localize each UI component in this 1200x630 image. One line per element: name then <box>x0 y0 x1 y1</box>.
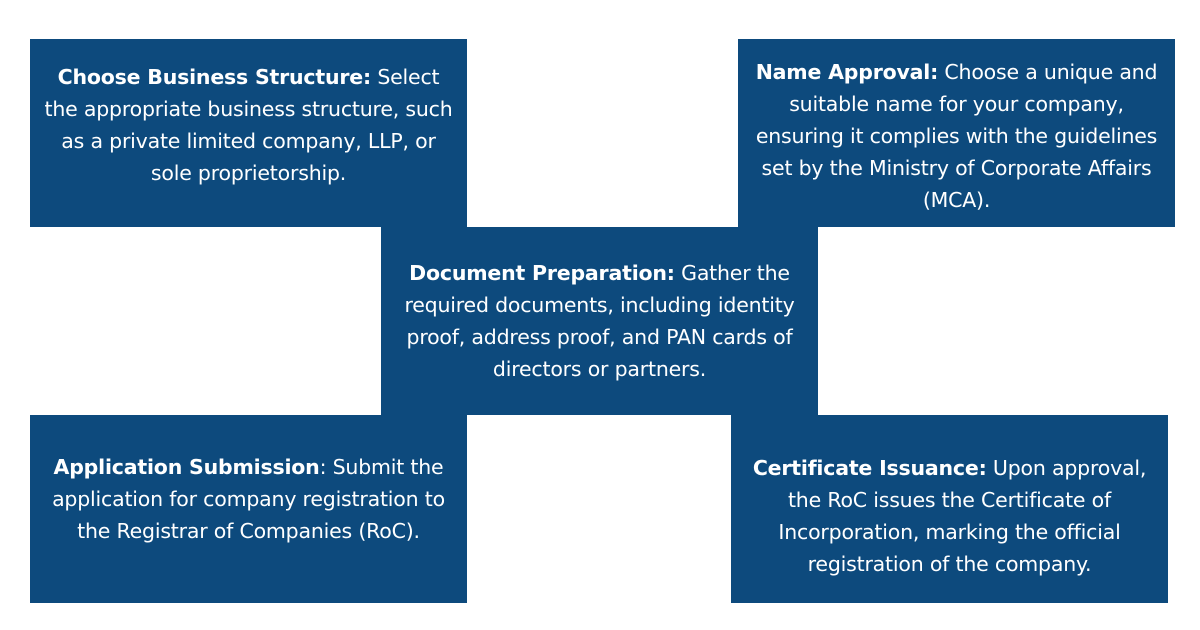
step-description: Choose Business Structure: Select the ap… <box>40 61 457 189</box>
step-body: Gather the required documents, including… <box>404 261 795 381</box>
step-box-document-preparation: Document Preparation: Gather the require… <box>381 227 818 415</box>
step-box-choose-business-structure: Choose Business Structure: Select the ap… <box>30 39 467 227</box>
step-body: Choose a unique and suitable name for yo… <box>755 60 1158 212</box>
step-body: Select the appropriate business structur… <box>44 65 453 185</box>
step-title: Application Submission <box>53 455 320 479</box>
step-body: : Submit the application for company reg… <box>52 455 445 543</box>
step-body: Upon approval, the RoC issues the Certif… <box>778 456 1147 576</box>
step-description: Certificate Issuance: Upon approval, the… <box>735 452 1164 580</box>
step-title: Document Preparation: <box>409 261 675 285</box>
step-box-name-approval: Name Approval: Choose a unique and suita… <box>738 39 1175 227</box>
step-title: Certificate Issuance: <box>752 456 987 480</box>
step-box-certificate-issuance: Certificate Issuance: Upon approval, the… <box>731 415 1168 603</box>
step-title: Choose Business Structure: <box>57 65 372 89</box>
step-description: Document Preparation: Gather the require… <box>391 257 808 385</box>
step-title: Name Approval: <box>755 60 939 84</box>
step-box-application-submission: Application Submission: Submit the appli… <box>30 415 467 603</box>
step-description: Application Submission: Submit the appli… <box>38 451 459 547</box>
step-description: Name Approval: Choose a unique and suita… <box>744 56 1169 216</box>
